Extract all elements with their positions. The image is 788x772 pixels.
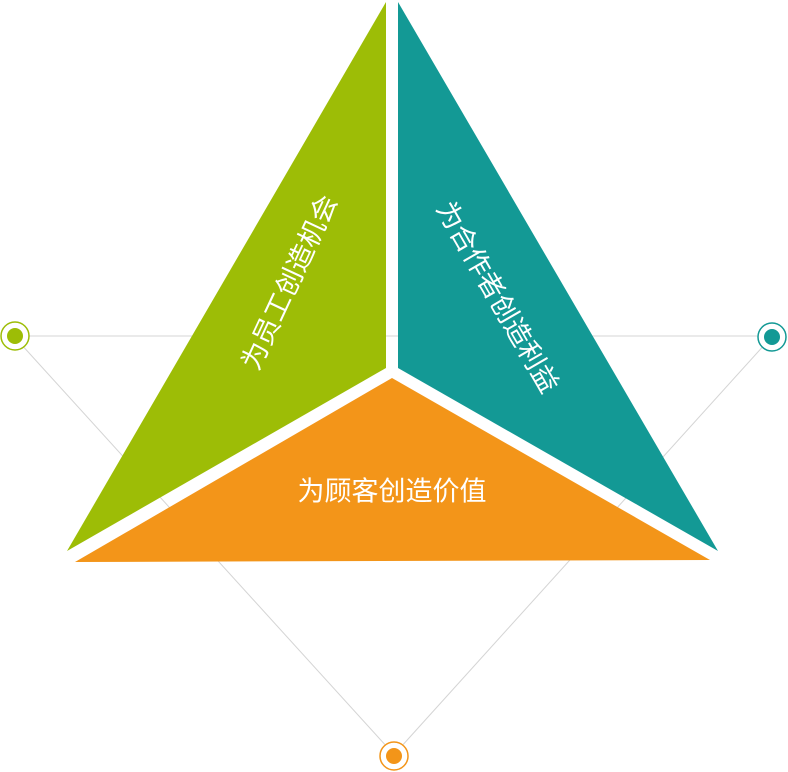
customers-node: [379, 741, 409, 771]
employees-node: [0, 321, 30, 351]
partners-node: [757, 322, 787, 352]
customers-triangle: [75, 378, 710, 562]
employees-triangle: [67, 2, 386, 551]
customers-label: 为顾客创造价值: [298, 477, 487, 508]
partners-triangle: [398, 2, 718, 551]
